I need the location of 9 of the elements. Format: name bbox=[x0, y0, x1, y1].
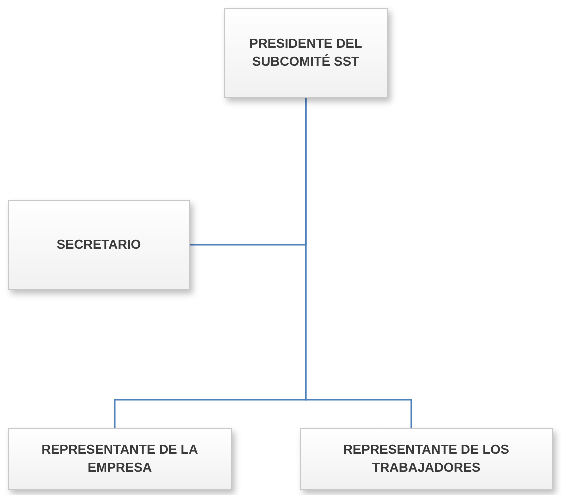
role-label: PRESIDENTE DEL SUBCOMITÉ SST bbox=[248, 35, 364, 71]
role-label: REPRESENTANTE DE LOS TRABAJADORES bbox=[342, 441, 510, 477]
role-label: SECRETARIO bbox=[56, 236, 142, 254]
org-box bbox=[8, 200, 190, 290]
role-label: REPRESENTANTE DE LA EMPRESA bbox=[40, 441, 200, 477]
org-box bbox=[224, 8, 388, 98]
org-box bbox=[300, 428, 553, 490]
org-box bbox=[8, 428, 232, 490]
connector-line bbox=[305, 98, 412, 428]
